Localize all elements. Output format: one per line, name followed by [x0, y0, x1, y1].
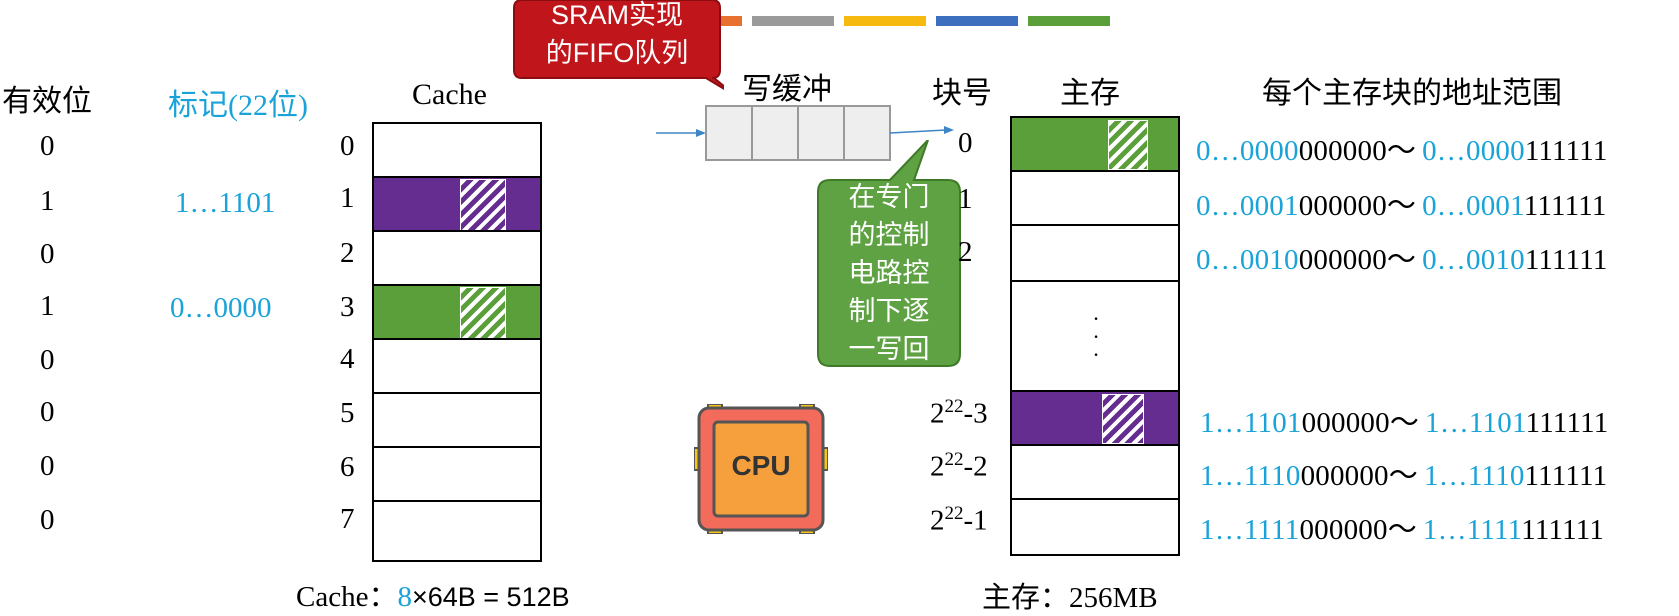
- block-number-exp: 222-1: [930, 503, 988, 537]
- main-memory-header: 主存: [1060, 77, 1120, 110]
- write-buffer-header: 写缓冲: [742, 73, 832, 106]
- memory-block-0-hatch: [1108, 120, 1148, 170]
- valid-bit: 1: [40, 185, 55, 217]
- valid-bit: 0: [40, 396, 55, 428]
- address-range-row: 0…0000000000～0…0000111111: [1196, 135, 1608, 167]
- valid-bit: 0: [40, 130, 55, 162]
- block-number: 2: [958, 236, 973, 268]
- memory-block-1: [1010, 170, 1180, 226]
- cpu-icon: CPU: [693, 403, 829, 535]
- cache-line-number: 4: [340, 343, 355, 375]
- sram-callout: SRAM实现 的FIFO队列: [514, 0, 720, 72]
- control-callout-shape: [817, 140, 961, 367]
- cache-caption-prefix: Cache：: [296, 581, 398, 613]
- cache-line-0: [372, 122, 542, 178]
- tag-header: 标记(22位): [168, 89, 308, 122]
- cache-line-number: 7: [340, 503, 355, 535]
- cache-line-1: [372, 176, 542, 232]
- address-range-row: 0…0010000000～0…0010111111: [1196, 244, 1608, 276]
- control-callout-line: 电路控: [848, 258, 930, 288]
- valid-bit: 0: [40, 238, 55, 270]
- cache-line-number: 2: [340, 237, 355, 269]
- cache-line-number: 6: [340, 451, 355, 483]
- cache-line-2: [372, 230, 542, 286]
- legend-bars: [700, 16, 1120, 28]
- block-number-header: 块号: [932, 77, 992, 110]
- legend-bar-blue: [936, 16, 1018, 26]
- valid-bit: 1: [40, 290, 55, 322]
- cpu-chip-graphic: [693, 403, 829, 535]
- address-range-row: 1…1111000000～1…1111111111: [1200, 514, 1605, 546]
- cache-line-5: [372, 392, 542, 448]
- cache-line-6: [372, 446, 542, 502]
- address-range-row: 1…1101000000～1…1101111111: [1200, 407, 1609, 439]
- control-callout-line: 的控制: [848, 220, 930, 250]
- write-buffer: [656, 105, 954, 161]
- cache-size-caption: Cache：8×64B = 512B: [296, 573, 570, 615]
- block-number: 0: [958, 127, 973, 159]
- address-range-row: 0…0001000000～0…0001111111: [1196, 190, 1607, 222]
- memory-block-2: [1010, 224, 1180, 282]
- cache-line-number: 0: [340, 130, 355, 162]
- legend-bar-gray: [752, 16, 834, 26]
- cache-line-4: [372, 338, 542, 394]
- block-number-exp: 222-2: [930, 449, 988, 483]
- valid-bit: 0: [40, 504, 55, 536]
- exponent: 22: [944, 449, 964, 470]
- memory-block-n-1: [1010, 498, 1180, 556]
- legend-bar-yellow: [844, 16, 926, 26]
- exponent: 22: [944, 503, 964, 524]
- cache-caption-rest: ×64B = 512B: [411, 582, 570, 612]
- address-range-row: 1…1110000000～1…1110111111: [1200, 460, 1608, 492]
- memory-block-n-2: [1010, 444, 1180, 500]
- sram-callout-shape: [513, 0, 724, 90]
- cache-line-number: 5: [340, 397, 355, 429]
- control-callout-line: 制下逐: [848, 296, 930, 326]
- cache-tag-line-3: 0…0000: [170, 292, 272, 324]
- memory-block-n-3-hatch: [1102, 394, 1144, 444]
- cache-line-3-hatch: [460, 287, 506, 339]
- memory-block-gap: ···: [1010, 280, 1180, 392]
- exponent: 22: [944, 396, 964, 417]
- cache-line-number: 3: [340, 291, 355, 323]
- memory-size-caption: 主存：256MB: [982, 582, 1158, 614]
- address-range-header: 每个主存块的地址范围: [1262, 77, 1562, 110]
- block-number-exp: 222-3: [930, 396, 988, 430]
- cache-caption-count: 8: [397, 581, 412, 613]
- cpu-label: CPU: [731, 450, 791, 481]
- ellipsis: ···: [1092, 306, 1100, 367]
- cache-header: Cache: [412, 78, 487, 111]
- cache-line-number: 1: [340, 182, 355, 214]
- sram-callout-line1: SRAM实现: [550, 0, 683, 30]
- valid-bit-header: 有效位: [2, 85, 92, 118]
- memory-block-0: [1010, 116, 1180, 172]
- cache-line-7: [372, 500, 542, 562]
- control-callout-line: 在专门: [848, 182, 930, 212]
- memory-block-n-3: [1010, 390, 1180, 446]
- sram-callout-line2: 的FIFO队列: [545, 38, 689, 68]
- cache-line-1-hatch: [460, 179, 506, 231]
- control-callout-line: 一写回: [848, 334, 930, 364]
- valid-bit: 0: [40, 344, 55, 376]
- cache-line-3: [372, 284, 542, 340]
- valid-bit: 0: [40, 450, 55, 482]
- control-callout: 在专门 的控制 电路控 制下逐 一写回: [818, 178, 960, 368]
- block-number: 1: [958, 183, 973, 215]
- cache-tag-line-1: 1…1101: [175, 187, 276, 219]
- legend-bar-green: [1028, 16, 1110, 26]
